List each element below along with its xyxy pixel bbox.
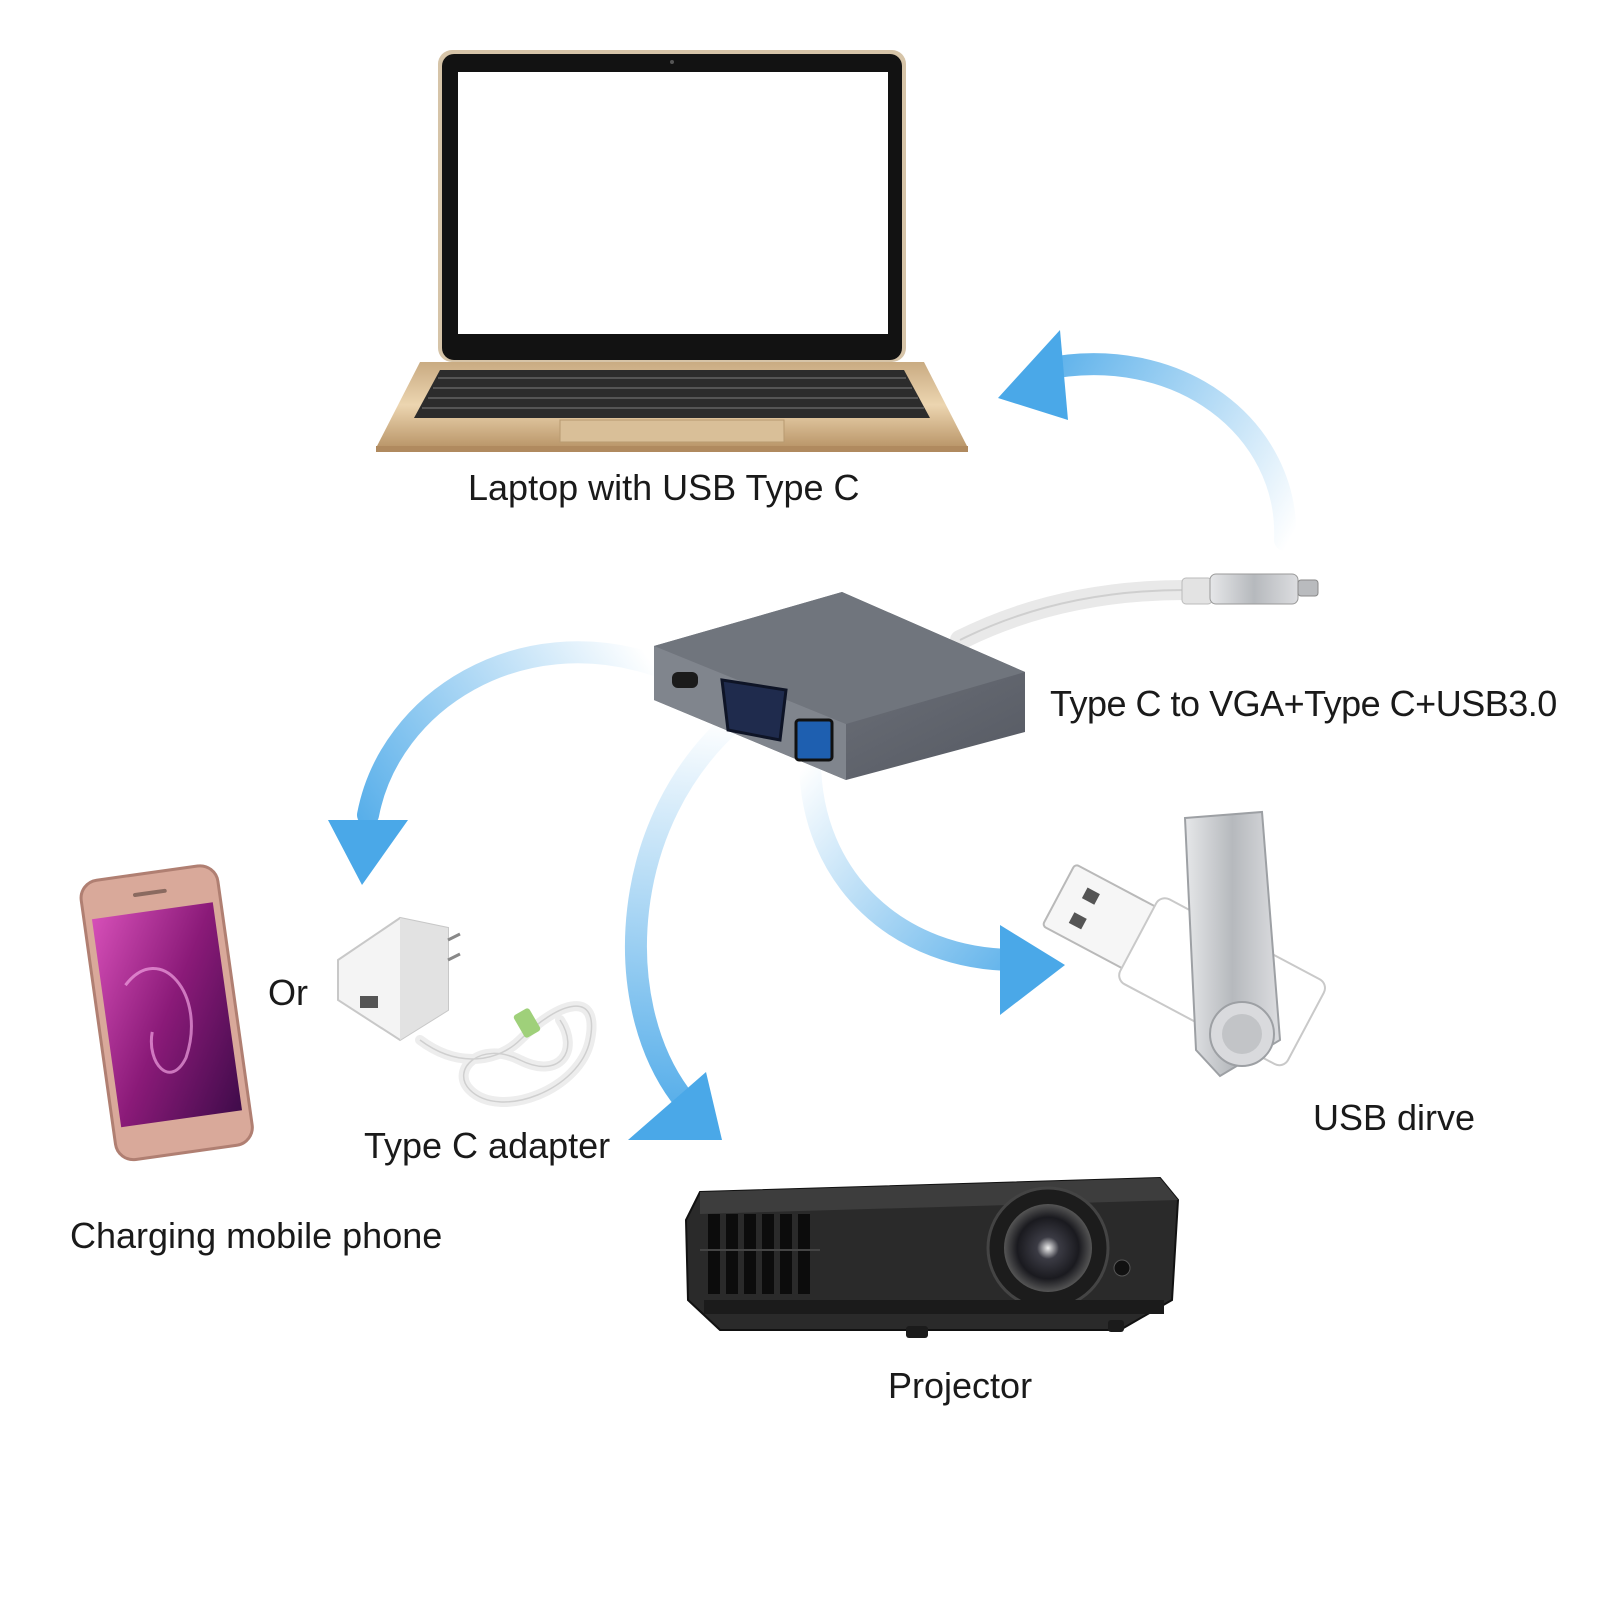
mobile-phone	[79, 864, 254, 1162]
arrow-to-usb-drive	[799, 749, 1065, 1015]
laptop-keyboard	[414, 370, 930, 418]
laptop-screen	[458, 72, 888, 334]
label-usb-drive: USB dirve	[1313, 1097, 1476, 1138]
projector	[684, 1176, 1180, 1338]
label-phone: Charging mobile phone	[70, 1215, 443, 1256]
usb3-port	[794, 718, 834, 762]
phone-screen	[91, 902, 243, 1128]
charger-usb-port	[360, 996, 378, 1008]
vga-port	[720, 678, 788, 742]
arrow-to-phone	[328, 641, 666, 885]
laptop-illustration	[376, 50, 968, 452]
type-c-port	[672, 672, 698, 688]
label-hub: Type C to VGA+Type C+USB3.0	[1050, 683, 1557, 724]
arrow-to-laptop	[998, 330, 1297, 551]
arrow-to-projector	[624, 709, 746, 1140]
projector-vent	[708, 1214, 810, 1294]
type-c-adapter	[337, 916, 597, 1107]
label-laptop: Laptop with USB Type C	[468, 467, 860, 508]
label-adapter: Type C adapter	[364, 1125, 611, 1166]
label-or: Or	[268, 972, 308, 1013]
projector-lens	[1004, 1204, 1092, 1292]
usb-c-hub	[654, 573, 1319, 780]
usb-drive	[1042, 810, 1326, 1078]
label-projector: Projector	[888, 1365, 1033, 1406]
